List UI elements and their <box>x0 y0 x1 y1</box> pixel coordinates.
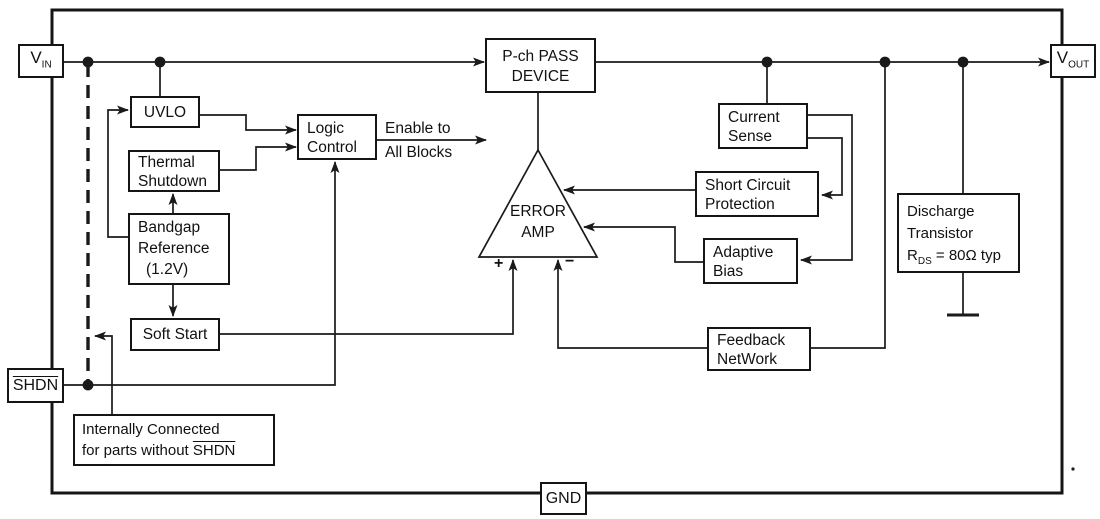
wire-currentsense-to-scp <box>808 137 843 200</box>
wire-shdn-to-logic <box>64 161 340 386</box>
note-line2: for parts without SHDN <box>82 442 236 459</box>
block-thermal-shutdown: Thermal Shutdown <box>128 150 220 192</box>
junction-dot <box>761 56 773 68</box>
block-label: UVLO <box>143 103 187 121</box>
block-label: Bias <box>713 263 744 280</box>
enable-label-line1: Enable to <box>385 120 451 137</box>
block-current-sense: Current Sense <box>718 103 808 149</box>
vin-label-sub: IN <box>41 59 52 71</box>
block-label: Feedback <box>717 332 786 349</box>
block-label: (1.2V) <box>146 261 189 278</box>
block-uvlo: UVLO <box>130 96 200 128</box>
vout-label: V <box>1056 47 1069 67</box>
minus-input-label: − <box>565 253 575 270</box>
vout-label-sub: OUT <box>1068 59 1090 71</box>
block-soft-start: Soft Start <box>130 318 220 351</box>
block-label: Adaptive <box>713 244 774 261</box>
block-label: NetWork <box>717 351 778 368</box>
wire-thermal-to-logic <box>220 142 297 171</box>
gnd-label: GND <box>545 490 582 507</box>
pin-vin: VIN <box>18 44 64 78</box>
wire-uvlo-to-logic <box>200 114 297 135</box>
block-label: Reference <box>138 240 210 257</box>
plus-input-label: + <box>494 255 504 272</box>
junction-dot <box>957 56 969 68</box>
block-label: Thermal <box>138 154 195 171</box>
note-line1: Internally Connected <box>82 421 220 438</box>
block-label: DEVICE <box>511 68 570 85</box>
block-label: Transistor <box>907 225 974 242</box>
pin-vout: VOUT <box>1050 44 1096 78</box>
wire-note-leader <box>94 331 113 414</box>
block-label: Sense <box>728 128 772 145</box>
shdn-label: SHDN <box>12 377 59 394</box>
wire-currentsense-to-adaptive <box>800 114 853 265</box>
junction-dot <box>82 379 94 391</box>
wire-bandgap-to-uvlo <box>107 105 130 238</box>
block-feedback-network: Feedback NetWork <box>707 327 811 371</box>
wire-feedback-to-vout <box>811 62 886 349</box>
vin-label: V <box>30 47 42 67</box>
block-label: P-ch PASS <box>502 48 579 65</box>
block-label: Current <box>728 109 780 126</box>
block-discharge-transistor: Discharge Transistor RDS = 80Ω typ <box>897 193 1020 273</box>
block-label: Short Circuit <box>705 177 791 194</box>
block-label: Protection <box>705 196 775 213</box>
block-bandgap-reference: Bandgap Reference (1.2V) <box>128 213 230 285</box>
error-amp-triangle <box>477 148 599 258</box>
enable-label-line2: All Blocks <box>385 144 453 161</box>
block-label: Soft Start <box>142 326 208 343</box>
junction-dot <box>879 56 891 68</box>
junction-dot <box>154 56 166 68</box>
block-logic-control: Logic Control <box>297 114 377 160</box>
wire-adaptive-to-erroramp <box>583 222 703 263</box>
block-label: Control <box>307 139 357 156</box>
pin-shdn: SHDN <box>7 368 64 403</box>
block-adaptive-bias: Adaptive Bias <box>703 238 798 284</box>
block-label: Discharge <box>907 203 975 220</box>
wire-feedback-to-minus <box>553 259 707 349</box>
block-pass-device: P-ch PASS DEVICE <box>485 38 596 93</box>
block-label: Shutdown <box>138 173 207 190</box>
wire-softstart-to-plus <box>220 259 518 335</box>
stray-mark <box>1071 467 1075 471</box>
block-short-circuit-protection: Short Circuit Protection <box>695 171 819 217</box>
internally-connected-note: Internally Connected for parts without S… <box>73 414 275 466</box>
note-shdn-label: SHDN <box>192 442 236 459</box>
junction-dot <box>82 56 94 68</box>
pin-gnd: GND <box>540 482 587 515</box>
block-label: RDS = 80Ω typ <box>907 247 1001 267</box>
block-label: Bandgap <box>138 219 201 236</box>
error-amp-label: ERROR AMP <box>510 203 566 241</box>
block-label: Logic <box>307 120 345 137</box>
